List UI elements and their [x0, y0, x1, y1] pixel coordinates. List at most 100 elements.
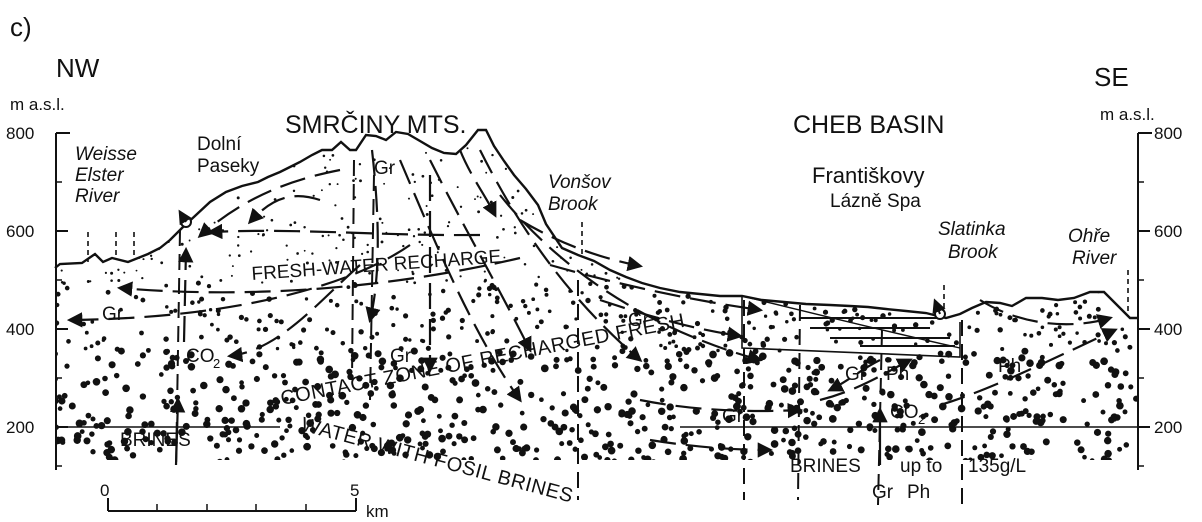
panel-label: c) [10, 12, 32, 42]
stipple-dot [915, 438, 920, 443]
stipple-dot [887, 391, 895, 399]
stipple-dot [624, 314, 628, 318]
stipple-dot [282, 380, 288, 386]
stipple-dot [460, 275, 462, 277]
label-gr-4: Gr [628, 310, 650, 331]
stipple-dot [241, 179, 244, 182]
stipple-dot [131, 235, 133, 237]
stipple-dot [594, 406, 601, 413]
stipple-dot [719, 150, 722, 153]
stipple-dot [978, 140, 980, 142]
stipple-dot [986, 372, 993, 379]
stipple-dot [492, 207, 494, 209]
stipple-dot [426, 346, 431, 351]
stipple-dot [1071, 275, 1073, 277]
stipple-dot [514, 232, 517, 235]
stipple-dot [680, 384, 688, 392]
stipple-dot [140, 232, 142, 234]
stipple-dot [561, 424, 568, 431]
left-tick-400: 400 [6, 320, 34, 339]
stipple-dot [862, 284, 866, 288]
stipple-dot [990, 428, 996, 434]
stipple-dot [963, 359, 970, 366]
stipple-dot [130, 452, 136, 458]
stipple-dot [771, 382, 777, 388]
stipple-dot [811, 421, 817, 427]
stipple-dot [274, 319, 278, 323]
stipple-dot [148, 195, 150, 197]
stipple-dot [937, 265, 940, 268]
svg-text:CO: CO [890, 402, 919, 423]
stipple-dot [1023, 333, 1027, 337]
label-gr-6: Gr [845, 364, 867, 385]
stipple-dot [456, 433, 462, 439]
stipple-dot [641, 455, 646, 460]
stipple-dot [695, 346, 700, 351]
stipple-dot [142, 258, 144, 260]
stipple-dot [1123, 409, 1128, 414]
stipple-dot [237, 196, 240, 199]
stipple-dot [785, 158, 788, 161]
stipple-dot [1057, 389, 1062, 394]
stipple-dot [263, 327, 268, 332]
stipple-dot [913, 149, 915, 151]
stipple-dot [645, 148, 647, 150]
stipple-dot [521, 299, 526, 304]
stipple-dot [1106, 290, 1110, 294]
stipple-dot [789, 387, 797, 395]
stipple-dot [1133, 197, 1135, 199]
stipple-dot [912, 221, 915, 224]
stipple-dot [145, 163, 148, 166]
label-vonsov-1: Vonšov [548, 172, 612, 193]
stipple-dot [311, 465, 316, 470]
stipple-dot [1110, 163, 1113, 166]
stipple-dot [749, 418, 756, 425]
stipple-dot [600, 384, 607, 391]
stipple-dot [58, 406, 63, 411]
stipple-dot [103, 449, 110, 456]
stipple-dot [135, 232, 138, 235]
stipple-dot [1104, 341, 1108, 345]
stipple-dot [896, 229, 899, 232]
stipple-dot [681, 300, 685, 304]
stipple-dot [851, 255, 853, 257]
stipple-dot [995, 138, 998, 141]
stipple-dot [988, 207, 991, 210]
svg-text:2: 2 [918, 412, 925, 427]
stipple-dot [593, 452, 599, 458]
stipple-dot [406, 281, 408, 283]
stipple-dot [944, 272, 947, 275]
stipple-dot [581, 166, 583, 168]
stipple-dot [1047, 249, 1049, 251]
stipple-dot [786, 185, 789, 188]
stipple-dot [189, 146, 192, 149]
stipple-dot [604, 285, 609, 290]
stipple-dot [580, 291, 583, 294]
stipple-dot [476, 292, 481, 297]
stipple-dot [764, 315, 767, 318]
stipple-dot [747, 373, 754, 380]
stipple-dot [1083, 142, 1086, 145]
stipple-dot [901, 295, 904, 298]
stipple-dot [1049, 343, 1053, 347]
stipple-dot [239, 315, 244, 320]
stipple-dot [676, 177, 678, 179]
stipple-dot [324, 167, 326, 169]
stipple-dot [1007, 315, 1012, 320]
stipple-dot [426, 205, 428, 207]
stipple-dot [578, 245, 580, 247]
stipple-dot [570, 404, 577, 411]
stipple-dot [858, 446, 865, 453]
stipple-dot [353, 453, 358, 458]
stipple-dot [1051, 162, 1053, 164]
stipple-dot [102, 376, 108, 382]
label-gr-3: Gr [390, 346, 412, 367]
stipple-dot [257, 319, 262, 324]
stipple-dot [625, 398, 631, 404]
stipple-dot [391, 402, 398, 409]
stipple-dot [373, 311, 378, 316]
stipple-dot [1057, 270, 1059, 272]
stipple-dot [238, 405, 246, 413]
stipple-dot [332, 463, 338, 469]
stipple-dot [997, 277, 1000, 280]
